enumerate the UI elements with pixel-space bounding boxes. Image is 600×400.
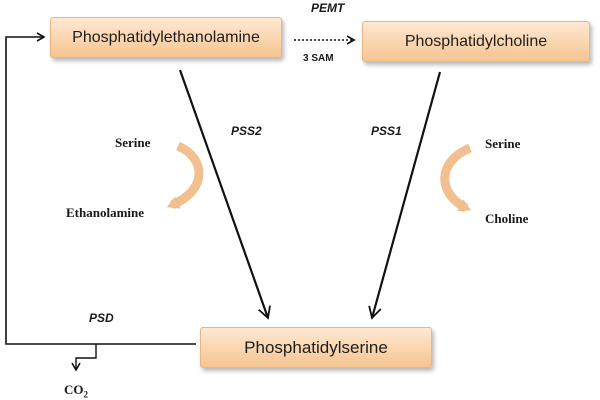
co2-text: CO [64,382,84,397]
pe-to-ps-arrow [178,69,271,320]
curved-arrow-icon [440,143,472,213]
node-label: Phosphatidylethanolamine [72,28,260,46]
node-label: Phosphatidylserine [244,337,388,357]
co2-arrow [71,344,97,372]
pc-to-ps-arrow [368,71,442,320]
cofactor-label-sam: 3 SAM [303,53,334,64]
substrate-label-serine-left: Serine [115,135,151,150]
node-label: Phosphatidylcholine [404,32,548,50]
product-label-choline: Choline [485,211,529,226]
enzyme-label-pss1: PSS1 [371,124,402,138]
curved-arrow-icon [166,141,204,210]
co2-subscript: 2 [83,389,89,400]
enzyme-label-pemt: PEMT [311,1,345,15]
node-phosphatidylserine: Phosphatidylserine [200,327,432,368]
product-label-ethanolamine: Ethanolamine [66,205,145,220]
enzyme-label-psd: PSD [89,311,114,325]
substrate-label-serine-right: Serine [485,136,521,151]
product-label-co2: CO2 [64,382,88,400]
node-phosphatidylcholine: Phosphatidylcholine [362,21,590,62]
enzyme-label-pss2: PSS2 [231,124,262,138]
psd-loop-arrow [5,32,196,345]
node-phosphatidylethanolamine: Phosphatidylethanolamine [50,17,282,58]
